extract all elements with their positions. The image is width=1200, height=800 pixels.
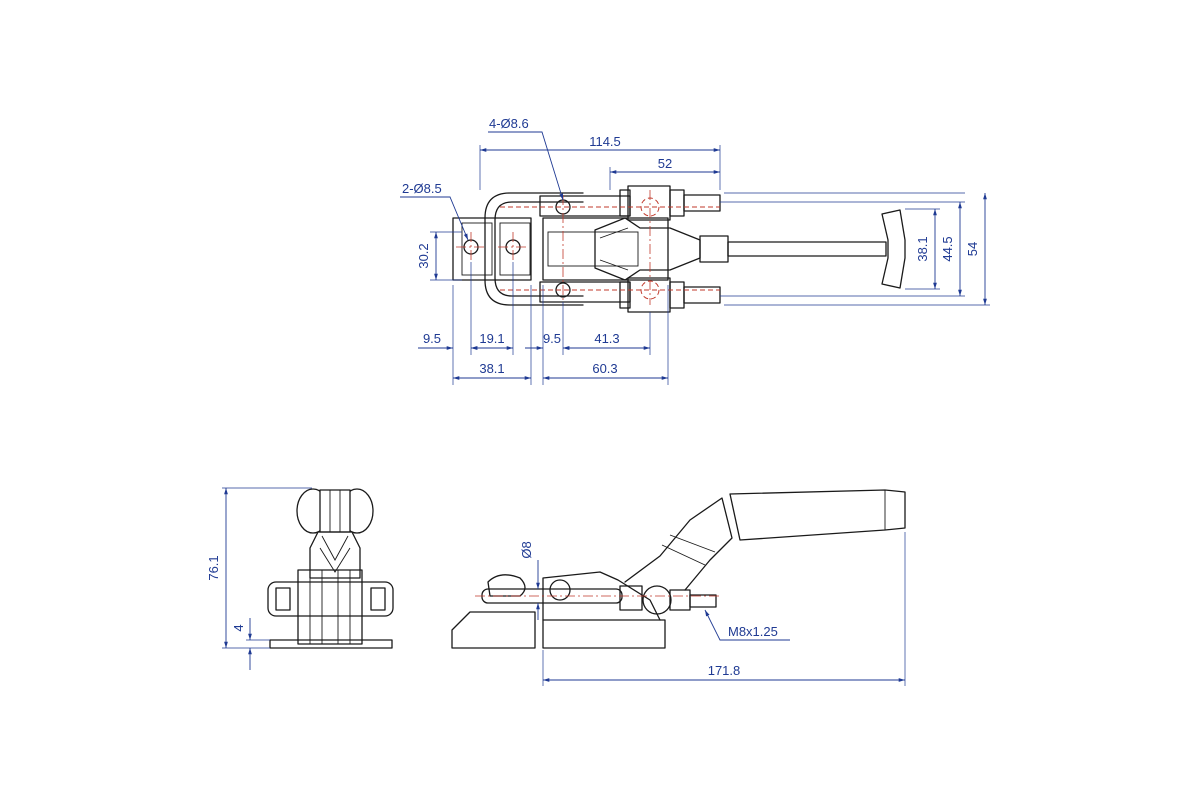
lower-nut xyxy=(627,277,671,313)
dim-body-length: 60.3 xyxy=(592,361,617,376)
clamp-body xyxy=(542,217,669,281)
side-view xyxy=(451,489,906,649)
dim-height: 76.1 xyxy=(206,555,221,580)
top-view xyxy=(452,185,906,313)
lower-flange xyxy=(539,281,631,303)
dim-side-overall-length: 171.8 xyxy=(708,663,741,678)
dim-base-edge: 9.5 xyxy=(423,331,441,346)
upper-rod xyxy=(683,194,721,212)
base-plate xyxy=(452,217,532,281)
lower-rod xyxy=(683,286,721,304)
handle-neck xyxy=(699,235,729,263)
dim-width-inner: 38.1 xyxy=(915,236,930,261)
dim-gap: 9.5 xyxy=(543,331,561,346)
upper-flange xyxy=(539,195,631,217)
top-view-dimensions: 114.5 52 4-Ø8.6 2-Ø8.5 30.2 38.1 44.5 54… xyxy=(400,116,990,385)
dim-width-mid: 44.5 xyxy=(940,236,955,261)
dim-handle-offset: 52 xyxy=(658,156,672,171)
dim-body-pitch: 41.3 xyxy=(594,331,619,346)
dim-holes-4: 4-Ø8.6 xyxy=(489,116,529,131)
handle-shaft xyxy=(727,241,887,257)
dim-plunger-dia: Ø8 xyxy=(519,541,534,558)
end-view xyxy=(267,488,394,649)
dim-holes-2: 2-Ø8.5 xyxy=(402,181,442,196)
u-latch xyxy=(484,192,584,306)
dim-overall-length: 114.5 xyxy=(589,134,621,149)
upper-nut xyxy=(627,185,671,221)
side-view-dimensions: Ø8 M8x1.25 171.8 xyxy=(519,532,906,686)
dim-thread: M8x1.25 xyxy=(728,624,778,639)
handle-grip xyxy=(881,209,906,289)
dim-base-width: 38.1 xyxy=(479,361,504,376)
dim-hole-spacing: 30.2 xyxy=(416,243,431,268)
dim-base-pitch: 19.1 xyxy=(479,331,504,346)
dim-width-outer: 54 xyxy=(965,242,980,256)
end-view-dimensions: 76.1 4 xyxy=(206,487,312,670)
dim-base-thickness: 4 xyxy=(231,624,246,631)
linkage xyxy=(594,217,701,281)
